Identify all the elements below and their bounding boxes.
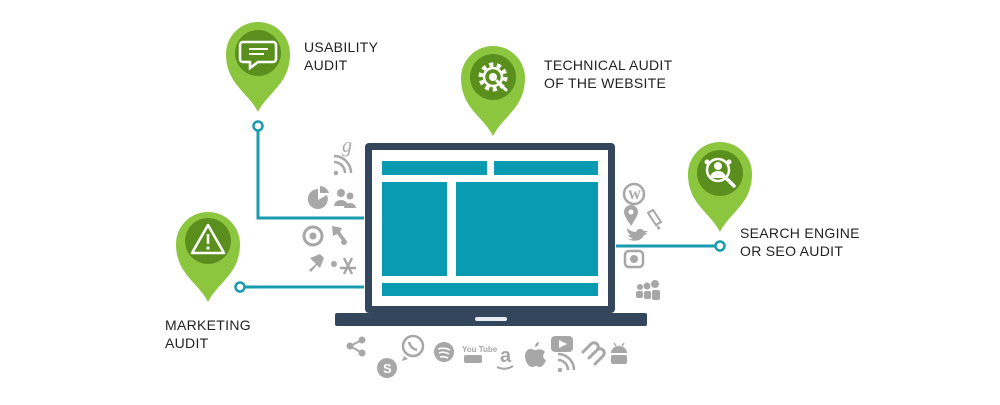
rss-icon <box>557 352 576 373</box>
camera-icon <box>623 249 645 269</box>
connector-dot-usability <box>252 120 264 132</box>
laptop <box>335 143 647 326</box>
pin-usability <box>226 22 290 112</box>
chat-bubble-icon <box>238 40 278 71</box>
label-usability-line2: AUDIT <box>304 57 348 73</box>
skype-icon: S <box>377 358 397 378</box>
label-seo-line2: OR SEO AUDIT <box>740 243 844 259</box>
tools-icon <box>332 226 347 245</box>
screen-footer <box>382 283 598 296</box>
svg-text:S: S <box>383 361 392 376</box>
floating-icons: g W <box>302 135 663 378</box>
label-usability-audit: USABILITY AUDIT <box>304 38 378 74</box>
label-technical-audit: TECHNICAL AUDIT OF THE WEBSITE <box>544 56 672 92</box>
screen-sidebar <box>382 182 447 276</box>
screen-header-right <box>494 161 598 175</box>
connector-dot-marketing <box>234 281 246 293</box>
pie-chart-icon <box>307 186 329 209</box>
wordpress-icon: W <box>622 182 646 206</box>
rss-icon <box>333 154 353 176</box>
screen-header-left <box>382 161 487 175</box>
amazon-icon: a <box>496 345 514 370</box>
label-usability-line1: USABILITY <box>304 39 379 55</box>
label-seo-audit: SEARCH ENGINE OR SEO AUDIT <box>740 224 860 260</box>
laptop-base-notch <box>475 317 507 321</box>
gear-wrench-icon <box>478 62 508 92</box>
label-marketing-line2: AUDIT <box>165 335 209 351</box>
android-icon <box>611 342 627 364</box>
whatsapp-icon <box>401 334 425 361</box>
svg-text:You Tube: You Tube <box>462 345 498 354</box>
connector-dot-seo <box>714 240 726 252</box>
pin-icon <box>309 254 324 272</box>
connector-usability <box>256 126 364 220</box>
label-marketing-line1: MARKETING <box>165 317 251 333</box>
users-icon <box>334 189 356 208</box>
label-technical-line1: TECHNICAL AUDIT <box>544 57 673 73</box>
pin-seo <box>688 142 752 232</box>
youtube-play-icon <box>551 336 573 352</box>
chrome-icon <box>302 225 324 247</box>
label-marketing-audit: MARKETING AUDIT <box>165 316 251 352</box>
user-search-icon <box>704 157 736 188</box>
twitter-icon <box>626 228 648 241</box>
share-icon <box>346 336 366 357</box>
warning-icon <box>190 223 226 255</box>
pencil-icon <box>646 208 663 230</box>
spotify-icon <box>434 342 454 362</box>
svg-text:a: a <box>500 345 512 367</box>
location-icon <box>624 205 638 226</box>
screen-main-content <box>456 182 598 276</box>
google-icon: g <box>342 135 352 157</box>
label-technical-line2: OF THE WEBSITE <box>544 75 667 91</box>
myspace-icon <box>636 280 660 300</box>
squarespace-icon <box>581 341 606 366</box>
pin-marketing <box>176 212 240 302</box>
apple-icon <box>525 342 546 367</box>
svg-text:W: W <box>628 187 641 202</box>
youtube-icon: You Tube <box>462 345 498 363</box>
label-seo-line1: SEARCH ENGINE <box>740 225 860 241</box>
pin-technical <box>461 46 525 136</box>
app-store-icon <box>331 257 356 275</box>
